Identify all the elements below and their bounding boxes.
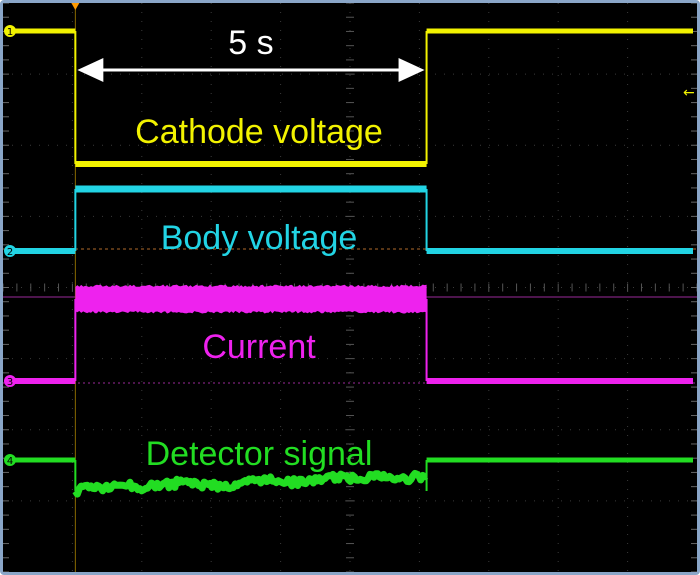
trace-detector-signal-pulse [72,469,429,498]
channel-marker-2 [4,245,16,257]
time-span-annotation: 5 s [77,24,425,82]
time-span-arrowhead-left [77,58,104,82]
series-label-detector-signal: Detector signal [146,435,373,473]
channel-marker-4 [4,454,16,466]
channel-marker-label: 3 [7,377,13,388]
channel-marker-label: 1 [7,27,13,38]
traces [15,28,693,498]
series-label-current: Current [202,328,316,366]
trace-current-pulse [75,284,427,314]
channel-marker-label: 2 [7,247,13,258]
time-span-label: 5 s [228,24,273,62]
trigger-marker [71,3,80,10]
series-label-body-voltage: Body voltage [161,219,358,257]
series-label-cathode-voltage: Cathode voltage [135,113,383,151]
trigger-level-marker: ← [683,85,695,101]
channel-marker-label: 4 [7,456,13,467]
channel-marker-1 [4,25,16,37]
time-span-arrowhead-right [398,58,425,82]
channel-marker-3 [4,375,16,387]
channel-markers: 1 2 3 4 [4,25,16,467]
